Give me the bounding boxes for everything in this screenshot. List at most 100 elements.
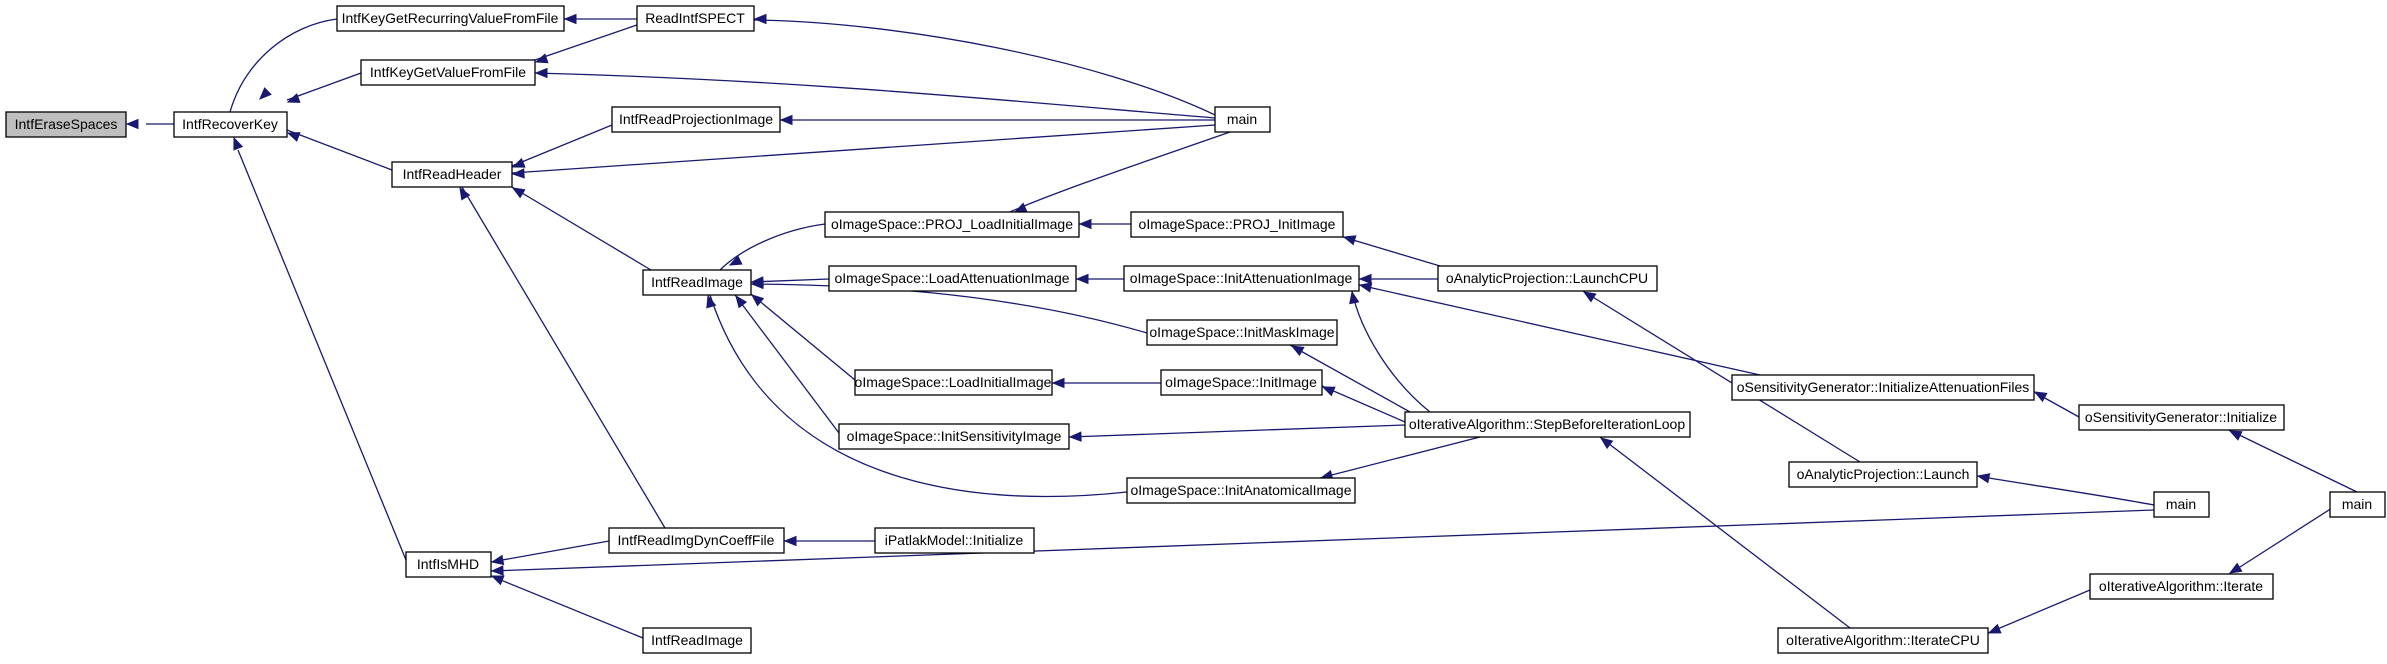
- edge-step-initanat: [1319, 436, 1481, 481]
- edge-arrowhead: [2228, 430, 2243, 441]
- node-init-mask-image[interactable]: oImageSpace::InitMaskImage: [1146, 319, 1338, 346]
- node-intf-read-img-dyn-coeff-file[interactable]: IntfReadImgDynCoeffFile: [608, 527, 785, 554]
- node-main-3[interactable]: main: [2329, 491, 2386, 518]
- edge-dyncoeff-readheader: [459, 186, 666, 529]
- edge-projimage-readheader: [511, 124, 613, 168]
- edge-initimage-loadinit: [1051, 377, 1161, 389]
- node-intf-key-get-value-from-file[interactable]: IntfKeyGetValueFromFile: [360, 59, 536, 86]
- node-initialize-attenuation-files[interactable]: oSensitivityGenerator::InitializeAttenua…: [1731, 374, 2035, 401]
- node-proj-init-image[interactable]: oImageSpace::PROJ_InitImage: [1130, 211, 1344, 238]
- edge-dyncoeff-ismhd: [490, 540, 610, 566]
- edge-main2-launch: [1976, 473, 2155, 506]
- node-intf-is-mhd[interactable]: IntfIsMHD: [405, 551, 492, 578]
- node-patlak-model-initialize[interactable]: iPatlakModel::Initialize: [874, 527, 1035, 554]
- edge-readspect-recurring: [563, 13, 637, 25]
- edge-initmask-readimage: [750, 278, 1148, 334]
- node-proj-load-initial-image[interactable]: oImageSpace::PROJ_LoadInitialImage: [824, 211, 1080, 238]
- node-label: main: [2342, 496, 2372, 512]
- node-main-2[interactable]: main: [2153, 491, 2210, 518]
- node-step-before-iteration-loop[interactable]: oIterativeAlgorithm::StepBeforeIteration…: [1404, 411, 1691, 438]
- node-init-anatomical-image[interactable]: oImageSpace::InitAnatomicalImage: [1126, 477, 1356, 504]
- node-intf-read-header[interactable]: IntfReadHeader: [391, 161, 513, 188]
- node-intf-read-projection-image[interactable]: IntfReadProjectionImage: [611, 106, 781, 133]
- node-label: main: [1227, 111, 1257, 127]
- node-intf-read-image[interactable]: IntfReadImage: [642, 269, 752, 296]
- node-read-intf-spect[interactable]: ReadIntfSPECT: [636, 5, 755, 32]
- edge-step-initmask: [1289, 344, 1411, 413]
- edge-line: [719, 223, 826, 271]
- edge-arrowhead: [753, 13, 767, 25]
- edge-initsensfiles-initatten: [1358, 282, 1761, 376]
- edge-main-readspect: [753, 13, 1216, 116]
- node-init-sensitivity-image[interactable]: oImageSpace::InitSensitivityImage: [838, 423, 1070, 450]
- node-init-attenuation-image[interactable]: oImageSpace::InitAttenuationImage: [1123, 265, 1360, 292]
- edge-readimage-readheader: [511, 186, 652, 271]
- edge-readimage2-ismhd: [490, 575, 644, 639]
- node-intf-erase-spaces[interactable]: IntfEraseSpaces: [5, 111, 127, 138]
- edge-line: [753, 19, 1216, 116]
- node-intf-recover-key[interactable]: IntfRecoverKey: [173, 111, 288, 138]
- edge-arrowhead: [233, 136, 244, 151]
- edge-patlak-dyncoeff: [783, 535, 875, 547]
- edge-arrowhead: [259, 87, 272, 100]
- node-load-initial-image[interactable]: oImageSpace::LoadInitialImage: [854, 369, 1053, 396]
- node-label: oAnalyticProjection::Launch: [1797, 466, 1970, 482]
- edge-arrowhead: [1976, 473, 1991, 484]
- node-label: IntfReadImage: [651, 632, 743, 648]
- edge-arrowhead: [2033, 391, 2048, 403]
- node-analytic-projection-launch[interactable]: oAnalyticProjection::Launch: [1788, 461, 1978, 488]
- edge-arrowhead: [1051, 377, 1065, 389]
- node-label: iPatlakModel::Initialize: [885, 532, 1024, 548]
- edge-arrowhead: [1290, 345, 1305, 357]
- edge-getvalue-recoverkey: [286, 72, 362, 103]
- edge-arrowhead: [534, 67, 548, 79]
- node-label: IntfRecoverKey: [182, 116, 278, 132]
- node-analytic-projection-launch-cpu[interactable]: oAnalyticProjection::LaunchCPU: [1437, 265, 1658, 292]
- node-label: oImageSpace::LoadAttenuationImage: [834, 270, 1069, 286]
- node-sensitivity-generator-initialize[interactable]: oSensitivityGenerator::Initialize: [2078, 404, 2285, 431]
- edge-arrowhead: [1078, 218, 1092, 230]
- node-main-1[interactable]: main: [1214, 106, 1271, 133]
- edge-arrowhead: [286, 93, 301, 103]
- node-iterate-cpu[interactable]: oIterativeAlgorithm::IterateCPU: [1777, 627, 1989, 654]
- edge-arrowhead: [1599, 437, 1614, 450]
- node-intf-read-image-2[interactable]: IntfReadImage: [642, 627, 752, 654]
- edge-arrowhead: [735, 294, 748, 309]
- edge-arrowhead: [750, 294, 765, 307]
- edge-line: [1976, 475, 2155, 506]
- node-label: IntfReadImage: [651, 274, 743, 290]
- node-init-image[interactable]: oImageSpace::InitImage: [1160, 369, 1323, 396]
- edge-line: [1319, 436, 1481, 479]
- node-label: IntfKeyGetValueFromFile: [370, 64, 526, 80]
- edge-line: [709, 294, 1128, 498]
- edge-arrowhead: [1349, 290, 1360, 305]
- call-graph-nodes: IntfEraseSpaces IntfRecoverKey IntfKeyGe…: [5, 5, 2386, 654]
- edge-initatten-loadatten: [1075, 273, 1124, 285]
- node-label: IntfKeyGetRecurringValueFromFile: [342, 10, 559, 26]
- edge-main-readheader: [511, 124, 1216, 179]
- edge-arrowhead: [490, 575, 505, 586]
- edge-arrowhead: [459, 186, 471, 201]
- node-iterate[interactable]: oIterativeAlgorithm::Iterate: [2089, 573, 2274, 600]
- edge-sensinit-initsensfiles: [2033, 391, 2080, 418]
- node-intf-key-get-recurring-value-from-file[interactable]: IntfKeyGetRecurringValueFromFile: [336, 5, 565, 32]
- node-label: IntfReadHeader: [403, 166, 502, 182]
- edge-arrowhead: [1342, 235, 1357, 246]
- edge-line: [750, 293, 856, 381]
- edge-arrowhead: [1075, 273, 1089, 285]
- edge-line: [1351, 290, 1431, 413]
- node-label: oImageSpace::InitAnatomicalImage: [1130, 482, 1351, 498]
- edge-line: [490, 509, 2155, 572]
- node-label: oImageSpace::PROJ_LoadInitialImage: [831, 216, 1073, 232]
- edge-line: [461, 186, 666, 529]
- edge-line: [1009, 131, 1231, 213]
- edge-arrowhead: [1321, 386, 1336, 397]
- edge-arrowhead: [750, 278, 764, 290]
- edge-line: [229, 18, 338, 113]
- edge-initanat-readimage: [706, 294, 1128, 498]
- node-label: IntfEraseSpaces: [15, 116, 118, 132]
- node-label: oIterativeAlgorithm::Iterate: [2099, 578, 2263, 594]
- node-load-attenuation-image[interactable]: oImageSpace::LoadAttenuationImage: [828, 265, 1077, 292]
- edge-line: [511, 124, 1216, 174]
